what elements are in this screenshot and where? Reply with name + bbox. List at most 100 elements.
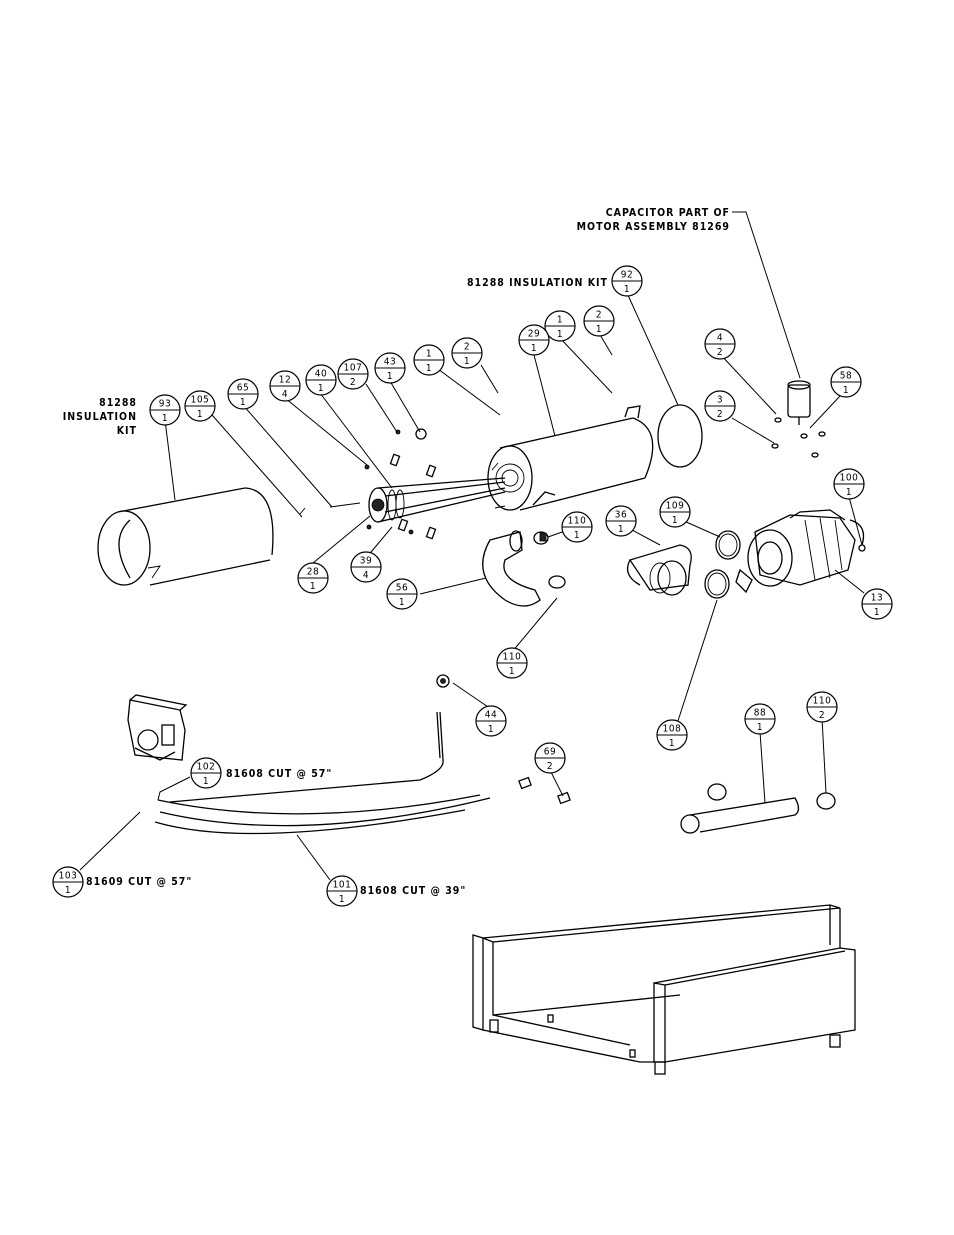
callout-quantity: 4: [363, 570, 369, 581]
solenoid-valve-assembly: [127, 694, 188, 761]
callout-bubble-b44: 441: [475, 705, 507, 737]
callout-bubble-b69: 692: [534, 742, 566, 774]
hose-clamp-109: [715, 530, 741, 560]
callout-item-number: 109: [666, 501, 685, 512]
callout-bubble-b29: 291: [518, 324, 550, 356]
callout-item-number: 1: [557, 315, 563, 326]
callout-quantity: 1: [574, 530, 580, 541]
callout-item-number: 110: [813, 696, 832, 707]
callout-quantity: 1: [624, 284, 630, 295]
insulation-sleeve-93: [97, 487, 274, 586]
hose-36: [626, 544, 692, 596]
cut-note-103: 81609 CUT @ 57": [86, 876, 192, 888]
callout-quantity: 1: [509, 666, 515, 677]
callout-bubble-b36: 361: [605, 505, 637, 537]
callout-bubble-b58: 581: [830, 366, 862, 398]
callout-quantity: 1: [310, 581, 316, 592]
callout-bubble-b56: 561: [386, 578, 418, 610]
callout-quantity: 1: [669, 738, 675, 749]
callout-quantity: 2: [717, 347, 723, 358]
insulation-kit-note-left: 81288 INSULATION KIT: [63, 397, 137, 437]
tank-29: [487, 405, 654, 511]
callout-quantity: 1: [387, 371, 393, 382]
callout-item-number: 3: [717, 395, 723, 406]
callout-bubble-b93: 931: [149, 394, 181, 426]
callout-item-number: 44: [485, 710, 497, 721]
hose-clamp-110-b: [548, 575, 566, 589]
svg-text:INSULATION: INSULATION: [63, 411, 137, 423]
callout-bubble-b43: 431: [374, 352, 406, 384]
callout-item-number: 40: [315, 369, 327, 380]
pump-motor-13: [735, 509, 866, 594]
callout-item-number: 93: [159, 399, 171, 410]
callout-bubble-b13: 131: [861, 588, 893, 620]
callout-quantity: 1: [874, 607, 880, 618]
callout-item-number: 13: [871, 593, 883, 604]
callout-quantity: 1: [426, 363, 432, 374]
capacitor-note-line1: CAPACITOR PART OF: [606, 207, 730, 219]
callout-item-number: 2: [464, 342, 470, 353]
callout-item-number: 108: [663, 724, 682, 735]
callout-item-number: 56: [396, 583, 408, 594]
frame-base: [472, 904, 856, 1075]
leader-lines: [79, 292, 865, 881]
callout-bubbles: 9211121291425813221114311072401124651105…: [52, 265, 893, 907]
callout-bubble-b2b: 21: [451, 337, 483, 369]
fitting-44: [436, 674, 450, 688]
callout-item-number: 103: [59, 871, 78, 882]
callout-quantity: 1: [240, 397, 246, 408]
callout-quantity: 1: [339, 894, 345, 905]
callout-item-number: 1: [426, 349, 432, 360]
callout-quantity: 1: [843, 385, 849, 396]
callout-bubble-b40: 401: [305, 364, 337, 396]
callout-quantity: 1: [399, 597, 405, 608]
hose-clamp-110-c: [707, 783, 836, 810]
callout-quantity: 1: [618, 524, 624, 535]
callout-item-number: 29: [528, 329, 540, 340]
callout-item-number: 69: [544, 747, 556, 758]
callout-quantity: 1: [846, 487, 852, 498]
callout-quantity: 1: [672, 515, 678, 526]
callout-quantity: 4: [282, 389, 288, 400]
callout-quantity: 1: [197, 409, 203, 420]
hose-88: [680, 797, 800, 834]
capacitor-note-line2: MOTOR ASSEMBLY 81269: [577, 221, 730, 233]
callout-item-number: 92: [621, 270, 633, 281]
callout-item-number: 100: [840, 473, 859, 484]
callout-bubble-b88: 881: [744, 703, 776, 735]
callout-item-number: 4: [717, 333, 723, 344]
callout-item-number: 88: [754, 708, 766, 719]
callout-item-number: 36: [615, 510, 627, 521]
callout-item-number: 43: [384, 357, 396, 368]
callout-bubble-b28: 281: [297, 562, 329, 594]
callout-bubble-b65: 651: [227, 378, 259, 410]
callout-quantity: 1: [596, 324, 602, 335]
hose-clamp-108: [704, 569, 730, 599]
elbow-hose-56: [482, 530, 541, 607]
callout-quantity: 2: [350, 377, 356, 388]
callout-bubble-b1a: 11: [544, 310, 576, 342]
callout-item-number: 58: [840, 371, 852, 382]
callout-quantity: 1: [488, 724, 494, 735]
connector-69: [518, 776, 571, 805]
heater-element-assembly: [299, 428, 506, 540]
callout-quantity: 1: [318, 383, 324, 394]
callout-item-number: 110: [503, 652, 522, 663]
gasket-92: [657, 404, 703, 468]
hose-clamp-110-a: [533, 531, 549, 545]
callout-bubble-b92: 921: [611, 265, 643, 297]
cut-note-102: 81608 CUT @ 57": [226, 768, 332, 780]
callout-bubble-b39: 394: [350, 551, 382, 583]
insulation-kit-note-top: 81288 INSULATION KIT: [467, 277, 608, 289]
callout-bubble-b1b: 11: [413, 344, 445, 376]
callout-item-number: 12: [279, 375, 291, 386]
callout-quantity: 2: [819, 710, 825, 721]
